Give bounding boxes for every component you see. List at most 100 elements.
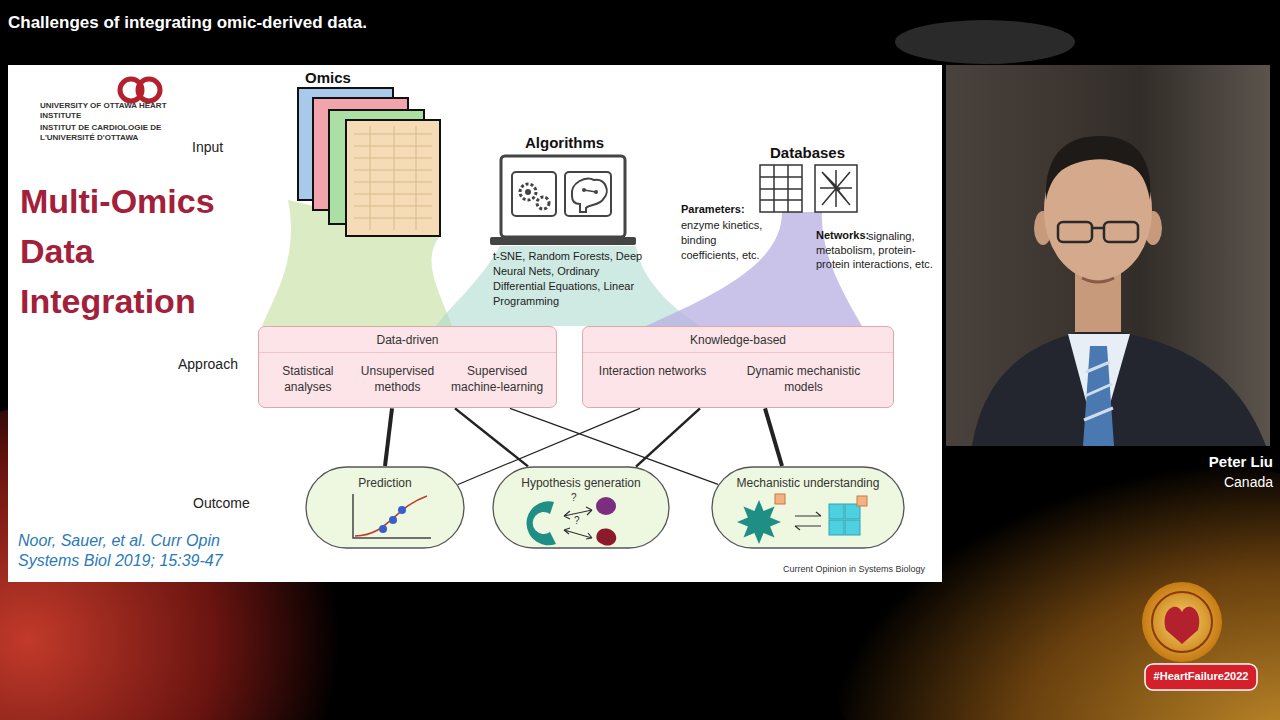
row-label: Input [192,139,223,157]
outcome-icon [389,516,397,524]
input-heading: Algorithms [525,134,604,153]
outcome-icon [353,494,431,538]
method-text: Dynamic mechanistic models [729,363,879,395]
omics-papers [416,126,417,230]
network-list: signaling, metabolism, protein-protein i… [816,229,940,271]
outcome-icon [795,512,821,530]
speaker-country: Canada [1130,474,1273,492]
citation: Noor, Sauer, et al. Curr Opin Systems Bi… [18,531,254,571]
approach-box: Knowledge-basedInteraction networks Dynam… [582,326,894,408]
outcome-icon [829,504,844,519]
background-art [895,20,1075,64]
omics-papers [354,146,432,147]
database-icons [787,165,789,212]
outcome-icon [737,500,781,544]
input-heading: Omics [305,69,351,88]
omics-papers [354,134,432,135]
background-art [0,20,1280,720]
outcome-pill: Prediction [305,466,465,549]
conference-badge [1142,582,1222,662]
omics-papers [370,126,371,230]
outcome-icon [596,497,616,515]
logo-text: UNIVERSITY OF OTTAWA HEART INSTITUTE [40,101,175,121]
outcome-icon [775,494,785,504]
network-heading: Networks: [816,229,869,243]
method-text: Unsupervised methods [357,363,437,395]
outcome-icon [527,497,617,546]
speaker-video [1083,346,1114,446]
logo-text: INSTITUT DE CARDIOLOGIE DE L'UNIVERSITÉ … [40,123,175,143]
laptop-icon [490,237,636,245]
speaker-video [1046,136,1151,200]
outcome-icon [398,506,406,514]
laptop-icon [565,172,611,216]
speaker-video [946,65,1270,446]
speaker-name: Peter Liu [1130,453,1273,472]
method-row: Statistical analyses Unsupervised methods… [259,353,556,407]
laptop-icon [501,156,625,237]
connector-line [385,408,392,466]
outcome-icon [353,494,431,538]
conference-badge [1152,592,1212,652]
omics-papers [394,126,395,230]
journal-credit: Current Opinion in Systems Biology [783,564,925,575]
laptop-icon [525,189,531,195]
slide-panel [8,65,942,582]
database-icons [773,165,775,212]
database-icons [760,199,802,201]
speaker-video [1068,334,1130,446]
slide-title: Multi-Omics Data Integration [20,176,248,326]
outcome-icon [596,529,616,546]
node-heading: Mechanistic understanding [711,466,905,490]
omics-papers [354,126,432,230]
method-text: Interaction networks [598,363,708,379]
laptop-icon [512,172,556,216]
omics-papers [346,120,440,236]
speaker-video [972,328,1266,446]
database-icons [760,165,857,212]
node-heading: Knowledge-based [583,327,893,353]
omics-papers [354,218,432,219]
laptop-icon [490,156,636,245]
speaker-video [1104,222,1138,242]
omics-papers [354,206,432,207]
node-heading: Hypothesis generation [492,466,670,490]
laptop-icon [584,190,596,192]
omics-papers [298,88,440,236]
input-heading: Databases [770,144,845,163]
connector-line [636,408,700,466]
parameter-list: enzyme kinetics, binding coefficients, e… [681,218,771,263]
database-icons [760,165,802,212]
logo-swirl [120,79,160,101]
laptop-icon [537,197,549,209]
speaker-video [1084,362,1113,420]
logo-swirl [138,79,160,101]
row-label: Outcome [193,495,250,513]
laptop-icon [520,184,536,200]
outcome-icon [379,525,387,533]
laptop-icon [572,179,607,212]
conference-badge [1142,582,1257,690]
speaker-video [1058,222,1092,242]
database-icons [815,165,857,212]
algorithm-list: t-SNE, Random Forests, Deep Neural Nets,… [493,249,651,309]
approach-box: Data-drivenStatistical analysesUnsupervi… [258,326,557,408]
hashtag: #HeartFailure2022 [1145,670,1257,684]
question-mark: ? [571,492,577,505]
connector-line [455,408,528,466]
outcome-icon [845,520,860,535]
database-icons [820,170,852,207]
speaker-video [1082,278,1114,282]
method-text: Statistical analyses [268,363,348,395]
pill-shape [493,467,669,548]
flow-bands [436,246,700,326]
conference-badge [1165,607,1200,644]
omics-papers [354,170,432,171]
node-heading: Prediction [305,466,465,490]
row-label: Approach [178,356,238,374]
database-icons [760,188,802,190]
outcome-pill: Hypothesis generation [492,466,670,549]
outcome-icon [527,501,556,545]
conference-badge [1145,664,1257,690]
